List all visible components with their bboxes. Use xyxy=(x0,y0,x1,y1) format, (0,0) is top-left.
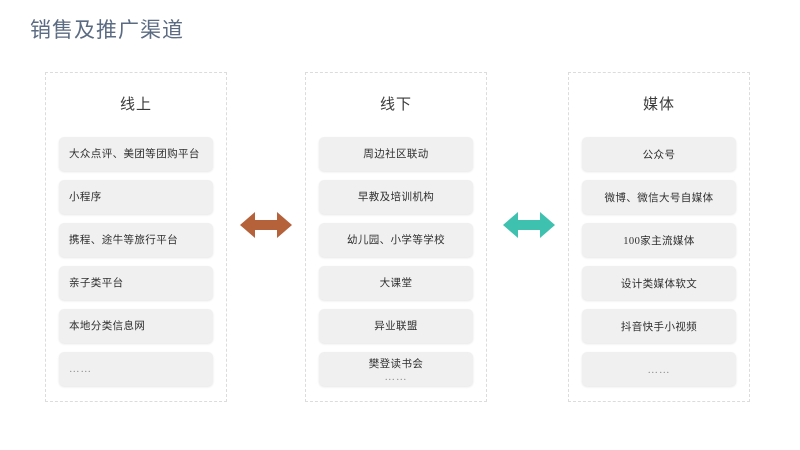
column-media: 媒体 公众号 微博、微信大号自媒体 100家主流媒体 设计类媒体软文 抖音快手小… xyxy=(568,72,750,402)
column-header-offline: 线下 xyxy=(379,97,412,113)
arrow-shape xyxy=(240,212,292,238)
card-stack-online: 大众点评、美团等团购平台 小程序 携程、途牛等旅行平台 亲子类平台 本地分类信息… xyxy=(59,137,213,391)
channel-card-label: 幼儿园、小学等学校 xyxy=(346,234,446,246)
channel-card[interactable]: 周边社区联动 xyxy=(319,137,473,171)
channel-card-label: 抖音快手小视频 xyxy=(620,321,698,333)
double-arrow-horizontal-icon-online-offline xyxy=(240,208,292,242)
channel-card[interactable]: 携程、途牛等旅行平台 xyxy=(59,223,213,257)
channel-card-label: 大众点评、美团等团购平台 xyxy=(69,148,200,160)
channel-card-label: 亲子类平台 xyxy=(69,277,124,289)
channel-card[interactable]: 大课堂 xyxy=(319,266,473,300)
channel-card[interactable]: 樊登读书会 …… xyxy=(319,352,473,386)
column-header-media: 媒体 xyxy=(642,97,675,113)
channel-card-label: …… xyxy=(647,364,671,376)
column-offline: 线下 周边社区联动 早教及培训机构 幼儿园、小学等学校 大课堂 异业联盟 樊登读… xyxy=(305,72,487,402)
column-online: 线上 大众点评、美团等团购平台 小程序 携程、途牛等旅行平台 亲子类平台 本地分… xyxy=(45,72,227,402)
channel-card[interactable]: 幼儿园、小学等学校 xyxy=(319,223,473,257)
channel-card-label: 樊登读书会 xyxy=(368,359,424,370)
channel-card-label: 公众号 xyxy=(642,149,676,161)
channel-card[interactable]: 小程序 xyxy=(59,180,213,214)
channel-card-label-group: 樊登读书会 …… xyxy=(329,358,463,384)
channel-card-label: 小程序 xyxy=(69,191,102,203)
channel-card-more[interactable]: …… xyxy=(59,352,213,386)
channel-card[interactable]: 异业联盟 xyxy=(319,309,473,343)
channel-card-label: 周边社区联动 xyxy=(363,148,429,160)
card-stack-media: 公众号 微博、微信大号自媒体 100家主流媒体 设计类媒体软文 抖音快手小视频 … xyxy=(582,137,736,391)
card-stack-offline: 周边社区联动 早教及培训机构 幼儿园、小学等学校 大课堂 异业联盟 樊登读书会 … xyxy=(319,137,473,391)
channel-card[interactable]: 早教及培训机构 xyxy=(319,180,473,214)
channel-card-sublabel: …… xyxy=(384,372,408,383)
channel-card-label: 设计类媒体软文 xyxy=(620,278,698,290)
channel-card-label: 微博、微信大号自媒体 xyxy=(604,192,714,204)
arrow-shape xyxy=(503,212,555,238)
channel-card[interactable]: 亲子类平台 xyxy=(59,266,213,300)
channel-card[interactable]: 抖音快手小视频 xyxy=(582,309,736,343)
channel-card[interactable]: 100家主流媒体 xyxy=(582,223,736,257)
channel-card-label: 大课堂 xyxy=(379,277,413,289)
channel-card-label: 早教及培训机构 xyxy=(357,191,435,203)
channel-card[interactable]: 大众点评、美团等团购平台 xyxy=(59,137,213,171)
channel-card[interactable]: 设计类媒体软文 xyxy=(582,266,736,300)
channel-card-label: 100家主流媒体 xyxy=(623,235,695,247)
channel-card[interactable]: 公众号 xyxy=(582,137,736,171)
channel-card-label: 本地分类信息网 xyxy=(69,320,146,332)
page-title: 销售及推广渠道 xyxy=(30,18,184,42)
channel-card-label: 携程、途牛等旅行平台 xyxy=(69,234,178,246)
double-arrow-horizontal-icon-offline-media xyxy=(503,208,555,242)
channel-card[interactable]: 微博、微信大号自媒体 xyxy=(582,180,736,214)
channel-card-more[interactable]: …… xyxy=(582,352,736,386)
channel-card[interactable]: 本地分类信息网 xyxy=(59,309,213,343)
channel-card-label: 异业联盟 xyxy=(374,320,418,332)
column-header-online: 线上 xyxy=(119,97,152,113)
channel-card-label: …… xyxy=(69,363,92,375)
